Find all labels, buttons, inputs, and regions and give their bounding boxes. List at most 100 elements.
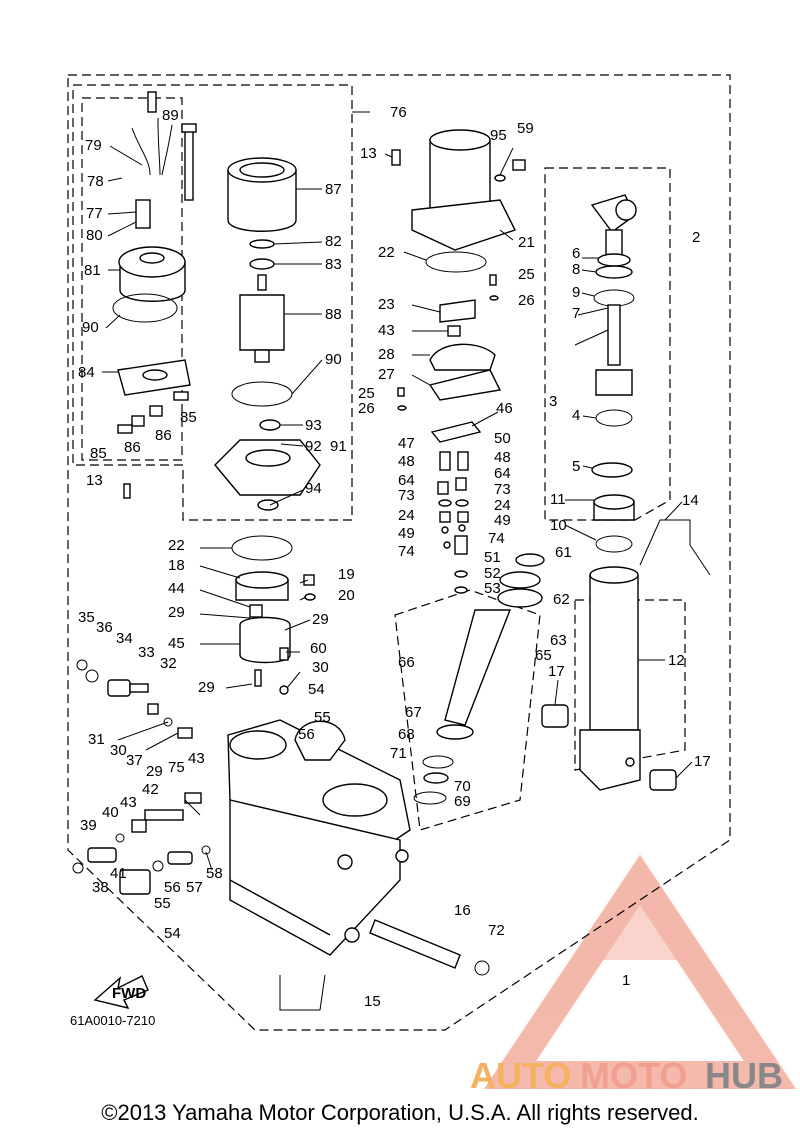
label-84: 84 — [78, 364, 95, 381]
catalog-code: 61A0010-7210 — [70, 1013, 156, 1028]
outer-assembly-boundary — [67, 74, 731, 1031]
label-75: 75 — [168, 759, 185, 776]
label-54a: 54 — [308, 681, 325, 698]
label-86b: 86 — [124, 439, 141, 456]
label-29a: 29 — [168, 604, 185, 621]
label-58: 58 — [206, 865, 223, 882]
label-1: 1 — [622, 972, 630, 989]
label-26a: 26 — [518, 292, 535, 309]
copyright-notice: ©2013 Yamaha Motor Corporation, U.S.A. A… — [101, 1100, 699, 1125]
label-9: 9 — [572, 284, 580, 301]
label-44: 44 — [168, 580, 185, 597]
label-2: 2 — [692, 229, 700, 246]
label-79: 79 — [85, 137, 102, 154]
label-64a: 64 — [398, 472, 415, 489]
label-22b: 22 — [168, 537, 185, 554]
label-43b: 43 — [188, 750, 205, 767]
label-6: 6 — [572, 245, 580, 262]
label-45: 45 — [168, 635, 185, 652]
leader-lines — [102, 111, 693, 871]
label-37: 37 — [126, 752, 143, 769]
label-16: 16 — [454, 902, 471, 919]
label-86a: 86 — [155, 427, 172, 444]
label-17a: 17 — [548, 663, 565, 680]
label-81: 81 — [84, 262, 101, 279]
piston-group — [413, 553, 545, 805]
main-housing — [227, 719, 490, 1011]
label-14: 14 — [682, 492, 699, 509]
label-40: 40 — [102, 804, 119, 821]
label-93: 93 — [305, 417, 322, 434]
label-82: 82 — [325, 233, 342, 250]
motor-sub-boundary — [81, 97, 183, 461]
tilt-cylinder-boundary — [544, 167, 671, 521]
label-47: 47 — [398, 435, 415, 452]
label-19: 19 — [338, 566, 355, 583]
trim-cylinder-boundary — [574, 599, 686, 771]
label-55a: 55 — [314, 709, 331, 726]
watermark-hub: HUB — [705, 1055, 783, 1096]
watermark-logo — [483, 854, 797, 1089]
label-23: 23 — [378, 296, 395, 313]
pump-group — [231, 535, 316, 695]
label-85a: 85 — [180, 409, 197, 426]
label-31: 31 — [88, 731, 105, 748]
label-73a: 73 — [398, 487, 415, 504]
label-36: 36 — [96, 619, 113, 636]
label-10: 10 — [550, 517, 567, 534]
label-25b: 25 — [358, 385, 375, 402]
part-labels: 89 79 78 77 80 81 90 84 85 86 86 85 13 8… — [78, 104, 711, 1010]
label-28: 28 — [378, 346, 395, 363]
label-13b: 13 — [360, 145, 377, 162]
label-56a: 56 — [298, 726, 315, 743]
label-94: 94 — [305, 480, 322, 497]
label-83: 83 — [325, 256, 342, 273]
label-87: 87 — [325, 181, 342, 198]
piston-boundary — [394, 589, 541, 831]
label-41: 41 — [110, 865, 127, 882]
label-91: 91 — [330, 438, 347, 455]
label-38: 38 — [92, 879, 109, 896]
label-3: 3 — [549, 393, 557, 410]
label-33: 33 — [138, 644, 155, 661]
label-29d: 29 — [146, 763, 163, 780]
label-66: 66 — [398, 654, 415, 671]
watermark-moto: MOTO — [580, 1055, 687, 1096]
label-21: 21 — [518, 234, 535, 251]
label-22a: 22 — [378, 244, 395, 261]
label-46: 46 — [496, 400, 513, 417]
label-95: 95 — [490, 127, 507, 144]
label-63: 63 — [550, 632, 567, 649]
label-24a: 24 — [398, 507, 415, 524]
label-17b: 17 — [694, 753, 711, 770]
label-62: 62 — [553, 591, 570, 608]
label-77: 77 — [86, 205, 103, 222]
reservoir-group — [391, 129, 526, 594]
label-5: 5 — [572, 458, 580, 475]
label-64b: 64 — [494, 465, 511, 482]
label-90b: 90 — [325, 351, 342, 368]
label-30a: 30 — [312, 659, 329, 676]
label-42: 42 — [142, 781, 159, 798]
label-78: 78 — [87, 173, 104, 190]
label-55b: 55 — [154, 895, 171, 912]
motor-group — [112, 91, 321, 511]
label-43c: 43 — [120, 794, 137, 811]
label-24b: 24 — [494, 497, 511, 514]
fwd-arrow-icon: FWD — [93, 975, 149, 1010]
label-60: 60 — [310, 640, 327, 657]
tilt-cylinder-group — [541, 194, 711, 791]
label-90a: 90 — [82, 319, 99, 336]
watermark-text: AUTO MOTO HUB — [470, 1055, 783, 1096]
label-18: 18 — [168, 557, 185, 574]
label-65: 65 — [535, 647, 552, 664]
label-27: 27 — [378, 366, 395, 383]
label-32: 32 — [160, 655, 177, 672]
label-85b: 85 — [90, 445, 107, 462]
label-4: 4 — [572, 407, 580, 424]
label-52: 52 — [484, 565, 501, 582]
label-53: 53 — [484, 580, 501, 597]
label-59: 59 — [517, 120, 534, 137]
label-92: 92 — [305, 438, 322, 455]
